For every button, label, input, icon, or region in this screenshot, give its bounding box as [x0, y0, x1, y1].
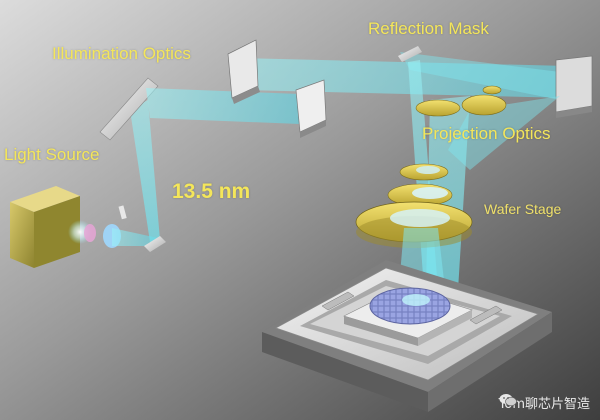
- illumination-mirror-left: [99, 77, 159, 141]
- stage-rail-left: [321, 291, 355, 311]
- beam-source-to-mirror: [112, 228, 158, 246]
- beam-mask-fan: [400, 52, 560, 100]
- reflection-mask: [555, 55, 593, 118]
- beam-illum-to-box: [146, 88, 300, 124]
- label-wavelength: 13.5 nm: [172, 180, 251, 203]
- mask-small-mirror: [398, 46, 422, 62]
- label-light-source: Light Source: [4, 145, 100, 164]
- wafer: [369, 287, 451, 325]
- proj-mirror-3: [399, 163, 449, 181]
- wechat-icon: [499, 394, 517, 407]
- illumination-flat-mirror: [295, 79, 327, 138]
- illumination-box-mirror: [227, 39, 260, 104]
- light-source-box: [10, 186, 80, 268]
- label-reflection-mask: Reflection Mask: [368, 19, 489, 38]
- label-projection-optics: Projection Optics: [422, 124, 551, 143]
- stage-rail-right: [469, 305, 503, 325]
- watermark: Tom聊芯片智造: [499, 393, 590, 412]
- label-wafer-stage: Wafer Stage: [484, 201, 562, 217]
- lower-mirror: [144, 236, 166, 252]
- source-small-mirror: [118, 205, 127, 220]
- watermark-text: Tom聊芯片智造: [498, 397, 590, 412]
- beam-up-to-illum-mirror: [130, 100, 160, 242]
- source-lens-pink: [84, 224, 96, 242]
- label-illumination-optics: Illumination Optics: [52, 44, 191, 63]
- proj-mirror-2: [461, 85, 507, 116]
- proj-mirror-1: [415, 99, 461, 117]
- proj-mirror-4: [387, 183, 453, 207]
- wafer-exposure-spot: [402, 294, 430, 306]
